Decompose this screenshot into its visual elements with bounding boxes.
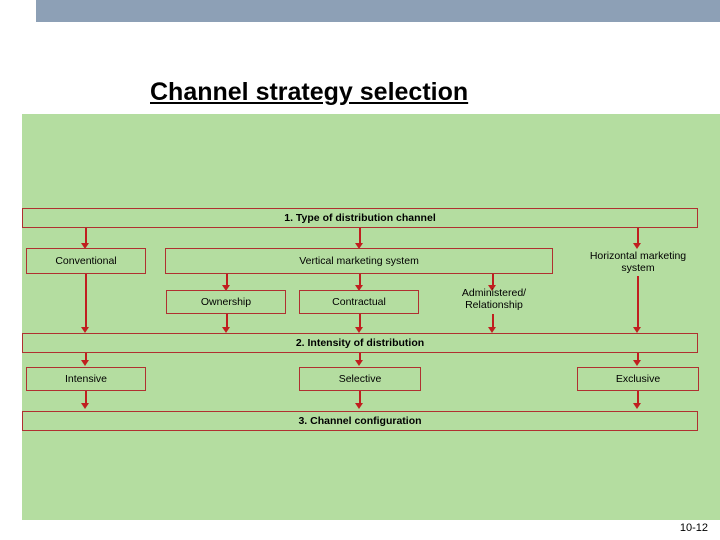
arrow-icon xyxy=(81,403,89,409)
box-intensive: Intensive xyxy=(26,367,146,391)
arrow-icon xyxy=(355,327,363,333)
box-contractual: Contractual xyxy=(299,290,419,314)
arrow-icon xyxy=(488,327,496,333)
top-accent-bar xyxy=(36,0,720,22)
box-label: Administered/ Relationship xyxy=(461,287,527,312)
connector-bar1-to-horizontal xyxy=(637,228,639,246)
arrow-icon xyxy=(222,285,230,291)
box-label: Selective xyxy=(338,372,382,385)
bar-channel-configuration: 3. Channel configuration xyxy=(22,411,698,431)
connector-intensive-to-bar3 xyxy=(85,391,87,405)
arrow-icon xyxy=(355,403,363,409)
arrow-icon xyxy=(81,243,89,249)
arrow-icon xyxy=(81,360,89,366)
bar-label: 1. Type of distribution channel xyxy=(284,211,436,224)
left-white-strip xyxy=(0,114,22,520)
bar-label: 3. Channel configuration xyxy=(298,414,422,427)
bar-label: 2. Intensity of distribution xyxy=(295,336,425,349)
box-vertical-marketing-system: Vertical marketing system xyxy=(165,248,553,274)
connector-conventional-to-bar2 xyxy=(85,274,87,330)
connector-bar2-to-intensive xyxy=(85,353,87,363)
arrow-icon xyxy=(355,285,363,291)
connector-administered-to-bar2 xyxy=(492,314,494,330)
box-label: Contractual xyxy=(332,295,386,308)
box-ownership: Ownership xyxy=(166,290,286,314)
box-label: Ownership xyxy=(200,295,252,308)
connector-vertical-to-administered xyxy=(492,274,494,288)
connector-vertical-to-ownership xyxy=(226,274,228,288)
arrow-icon xyxy=(633,327,641,333)
box-label: Conventional xyxy=(55,254,117,267)
bottom-white-strip xyxy=(0,520,720,540)
connector-horizontal-to-bar2 xyxy=(637,276,639,330)
connector-exclusive-to-bar3 xyxy=(637,391,639,405)
arrow-icon xyxy=(355,243,363,249)
arrow-icon xyxy=(633,243,641,249)
arrow-icon xyxy=(488,285,496,291)
connector-contractual-to-bar2 xyxy=(359,314,361,330)
page-title: Channel strategy selection xyxy=(150,78,469,106)
top-bar-left-gap xyxy=(0,0,36,22)
bar-type-of-distribution-channel: 1. Type of distribution channel xyxy=(22,208,698,228)
arrow-icon xyxy=(81,327,89,333)
bar-intensity-of-distribution: 2. Intensity of distribution xyxy=(22,333,698,353)
box-label: Exclusive xyxy=(615,372,661,385)
connector-bar2-to-selective xyxy=(359,353,361,363)
connector-ownership-to-bar2 xyxy=(226,314,228,330)
connector-bar2-to-exclusive xyxy=(637,353,639,363)
box-label: Vertical marketing system xyxy=(299,254,419,267)
connector-vertical-to-contractual xyxy=(359,274,361,288)
connector-bar1-to-vertical xyxy=(359,228,361,246)
arrow-icon xyxy=(633,360,641,366)
connector-bar1-to-conventional xyxy=(85,228,87,246)
box-administered-relationship: Administered/ Relationship xyxy=(434,286,554,314)
box-label: Horizontal marketing system xyxy=(589,249,687,274)
page-number: 10-12 xyxy=(679,522,708,534)
arrow-icon xyxy=(355,360,363,366)
box-exclusive: Exclusive xyxy=(577,367,699,391)
box-selective: Selective xyxy=(299,367,421,391)
title-band xyxy=(0,22,720,114)
connector-selective-to-bar3 xyxy=(359,391,361,405)
arrow-icon xyxy=(222,327,230,333)
arrow-icon xyxy=(633,403,641,409)
box-label: Intensive xyxy=(64,372,108,385)
box-horizontal-marketing-system: Horizontal marketing system xyxy=(578,248,698,276)
box-conventional: Conventional xyxy=(26,248,146,274)
